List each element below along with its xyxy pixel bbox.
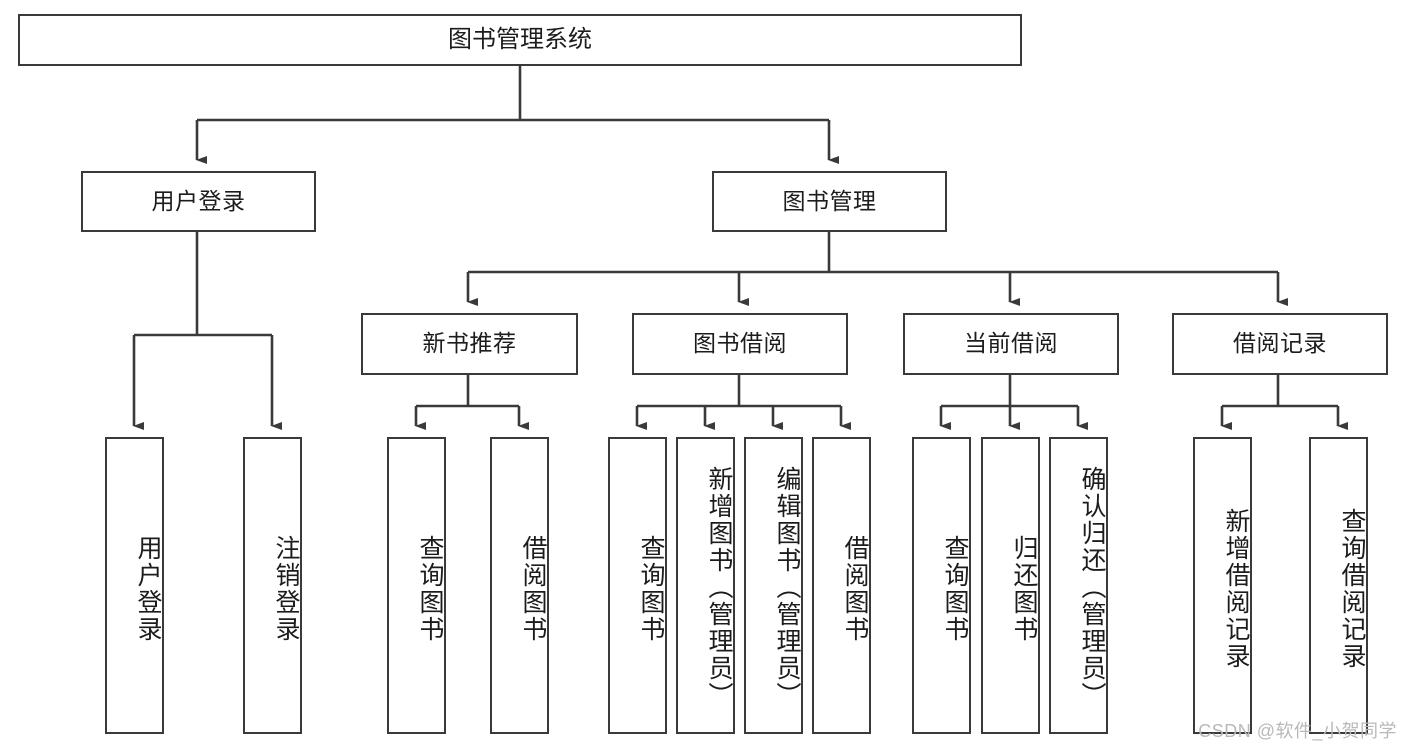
node-book-management[interactable]: 图书管理 bbox=[712, 171, 947, 232]
leaf-query-book-borrow[interactable]: 查询图书 bbox=[608, 437, 667, 734]
leaf-edit-book-admin[interactable]: 编辑图书（管理员） bbox=[744, 437, 803, 734]
leaf-user-login[interactable]: 用户登录 bbox=[105, 437, 164, 734]
leaf-label: 查询图书 bbox=[416, 534, 444, 643]
leaf-label: 归还图书 bbox=[1010, 534, 1038, 643]
leaf-query-book-recommend[interactable]: 查询图书 bbox=[387, 437, 446, 734]
node-root-label: 图书管理系统 bbox=[448, 25, 592, 53]
leaf-label: 新增借阅记录 bbox=[1222, 507, 1250, 670]
node-label: 新书推荐 bbox=[422, 330, 517, 357]
leaf-confirm-return-admin[interactable]: 确认归还（管理员） bbox=[1049, 437, 1108, 734]
node-label: 图书管理 bbox=[782, 187, 877, 214]
leaf-label: 查询图书 bbox=[941, 534, 969, 643]
leaf-user-logout[interactable]: 注销登录 bbox=[243, 437, 302, 734]
node-label: 当前借阅 bbox=[964, 330, 1058, 357]
node-label: 图书借阅 bbox=[693, 330, 787, 357]
leaf-label: 查询图书 bbox=[637, 534, 665, 643]
node-current-borrow[interactable]: 当前借阅 bbox=[903, 313, 1119, 375]
leaf-query-book-current[interactable]: 查询图书 bbox=[912, 437, 971, 734]
leaf-label: 查询借阅记录 bbox=[1338, 507, 1366, 670]
watermark: CSDN @软件_小贺同学 bbox=[1198, 721, 1397, 741]
leaf-add-book-admin[interactable]: 新增图书（管理员） bbox=[676, 437, 735, 734]
node-borrow-record[interactable]: 借阅记录 bbox=[1172, 313, 1388, 375]
leaf-add-borrow-record[interactable]: 新增借阅记录 bbox=[1193, 437, 1252, 734]
leaf-label: 借阅图书 bbox=[519, 534, 547, 643]
node-new-book-recommend[interactable]: 新书推荐 bbox=[361, 313, 578, 375]
node-root-system[interactable]: 图书管理系统 bbox=[18, 14, 1022, 66]
node-label: 用户登录 bbox=[151, 187, 246, 214]
leaf-label: 注销登录 bbox=[272, 534, 300, 643]
node-label: 借阅记录 bbox=[1233, 330, 1327, 357]
leaf-borrow-book[interactable]: 借阅图书 bbox=[812, 437, 871, 734]
leaf-label: 确认归还（管理员） bbox=[1078, 466, 1106, 709]
leaf-label: 编辑图书（管理员） bbox=[773, 466, 801, 709]
leaf-label: 新增图书（管理员） bbox=[705, 466, 733, 709]
leaf-label: 用户登录 bbox=[134, 534, 162, 643]
leaf-query-borrow-record[interactable]: 查询借阅记录 bbox=[1309, 437, 1368, 734]
leaf-borrow-book-recommend[interactable]: 借阅图书 bbox=[490, 437, 549, 734]
node-book-borrow[interactable]: 图书借阅 bbox=[632, 313, 848, 375]
node-user-login[interactable]: 用户登录 bbox=[81, 171, 316, 232]
leaf-return-book[interactable]: 归还图书 bbox=[981, 437, 1040, 734]
leaf-label: 借阅图书 bbox=[841, 534, 869, 643]
